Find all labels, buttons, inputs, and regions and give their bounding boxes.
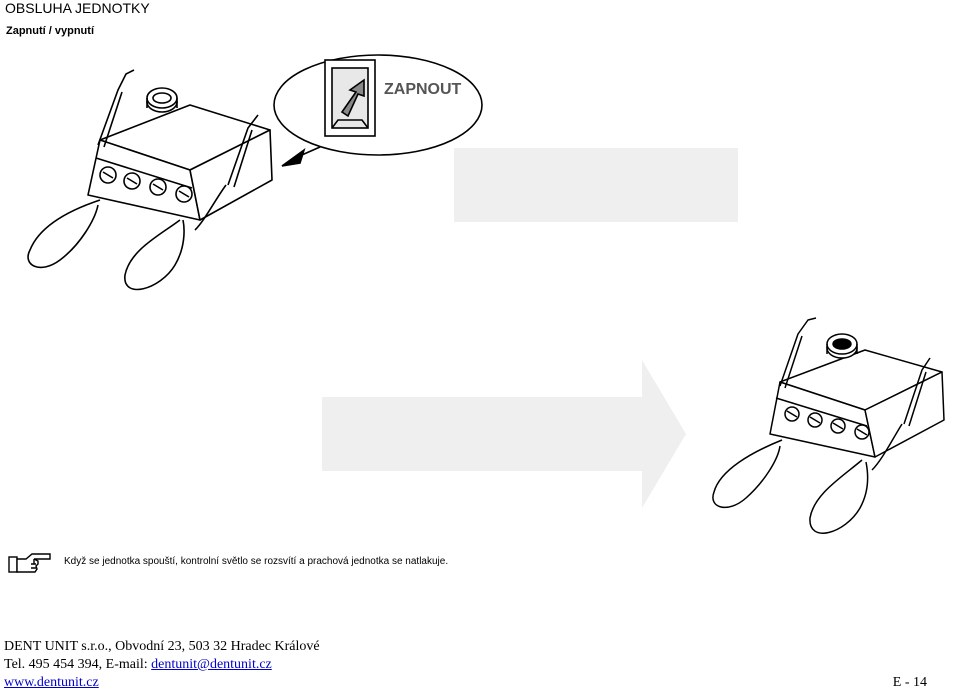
page-subtitle: Zapnutí / vypnutí bbox=[6, 25, 94, 37]
unit-illustration-off bbox=[27, 69, 273, 291]
right-arrow-icon bbox=[322, 360, 686, 508]
switch-on-label: ZAPNOUT bbox=[384, 81, 462, 98]
note: Když se jednotka spouští, kontrolní svět… bbox=[6, 549, 706, 577]
unit-illustration-on bbox=[712, 317, 945, 534]
note-text: Když se jednotka spouští, kontrolní svět… bbox=[64, 556, 449, 567]
company-address: DENT UNIT s.r.o., Obvodní 23, 503 32 Hra… bbox=[4, 639, 320, 654]
email-link[interactable]: dentunit@dentunit.cz bbox=[151, 657, 272, 672]
switch-zoom-bubble: ZAPNOUT bbox=[273, 54, 483, 167]
placeholder-box bbox=[454, 148, 738, 222]
page-number: E - 14 bbox=[892, 675, 927, 690]
phone-label: Tel. 495 454 394, E-mail: bbox=[4, 657, 152, 672]
page-title: OBSLUHA JEDNOTKY bbox=[5, 0, 150, 16]
company-website: www.dentunit.cz bbox=[4, 675, 99, 691]
website-link[interactable]: www.dentunit.cz bbox=[4, 675, 99, 690]
pointing-hand-icon bbox=[8, 553, 51, 573]
company-contact: Tel. 495 454 394, E-mail: dentunit@dentu… bbox=[4, 657, 272, 673]
